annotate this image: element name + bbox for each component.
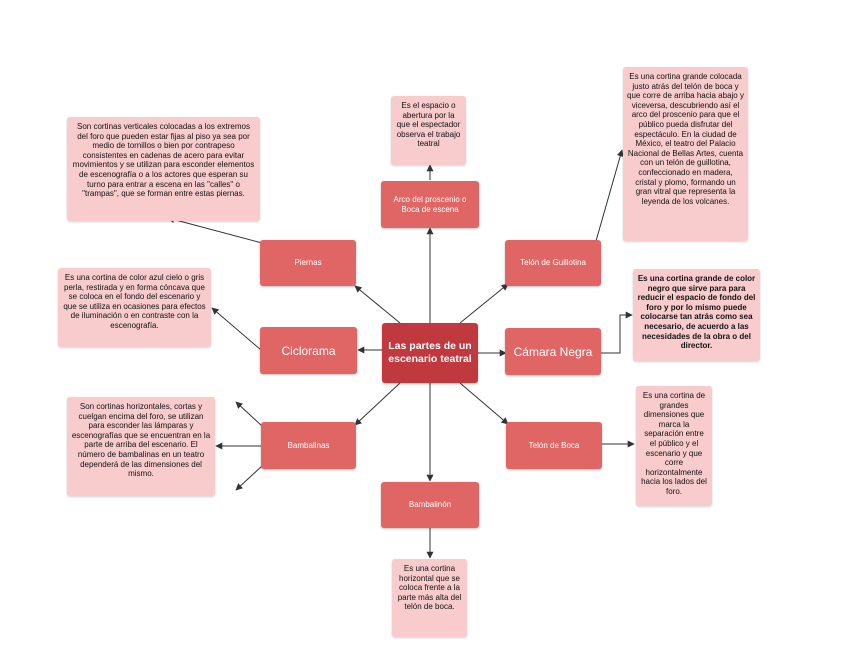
note-arco-proscenio[interactable]: Es el espacio o abertura por la que el e… [391,96,466,165]
connector-camara-note [601,311,633,354]
connector-center-piernas [354,285,401,324]
node-piernas[interactable]: Piernas [260,240,356,286]
connector-piernas-note [167,216,263,244]
note-bambalinon[interactable]: Es una cortina horizontal que se coloca … [392,559,467,637]
note-camara-negra[interactable]: Es una cortina grande de color negro que… [633,269,760,361]
connector-bambalinas-note-top [235,401,263,427]
connector-center-bambalinas [354,382,401,426]
node-bambalinas[interactable]: Bambalinas [261,422,356,469]
node-arco-proscenio[interactable]: Arco del proscenio o Boca de escena [381,181,479,228]
node-telon-guillotina[interactable]: Telón de Guillotina [505,240,601,286]
central-topic[interactable]: Las partes de un escenario teatral [382,323,478,383]
note-telon-guillotina[interactable]: Es una cortina grande colocada justo atr… [623,67,748,241]
node-ciclorama[interactable]: Ciclorama [260,327,357,374]
node-camara-negra[interactable]: Cámara Negra [505,328,601,375]
node-bambalinon[interactable]: Bambalinón [381,482,479,528]
node-telon-boca[interactable]: Telón de Boca [506,422,602,469]
note-ciclorama[interactable]: Es una cortina de color azul cielo o gri… [58,268,211,347]
connector-ciclorama-note [211,307,262,351]
note-piernas[interactable]: Son cortinas verticales colocadas a los … [67,117,260,221]
note-telon-boca[interactable]: Es una cortina de grandes dimensiones qu… [636,386,712,506]
note-bambalinas[interactable]: Son cortinas horizontales, cortas y cuel… [67,397,215,496]
connector-center-boca [459,382,509,425]
connector-center-guillotina [459,283,509,324]
connector-bambalinas-note-bottom [235,465,263,491]
